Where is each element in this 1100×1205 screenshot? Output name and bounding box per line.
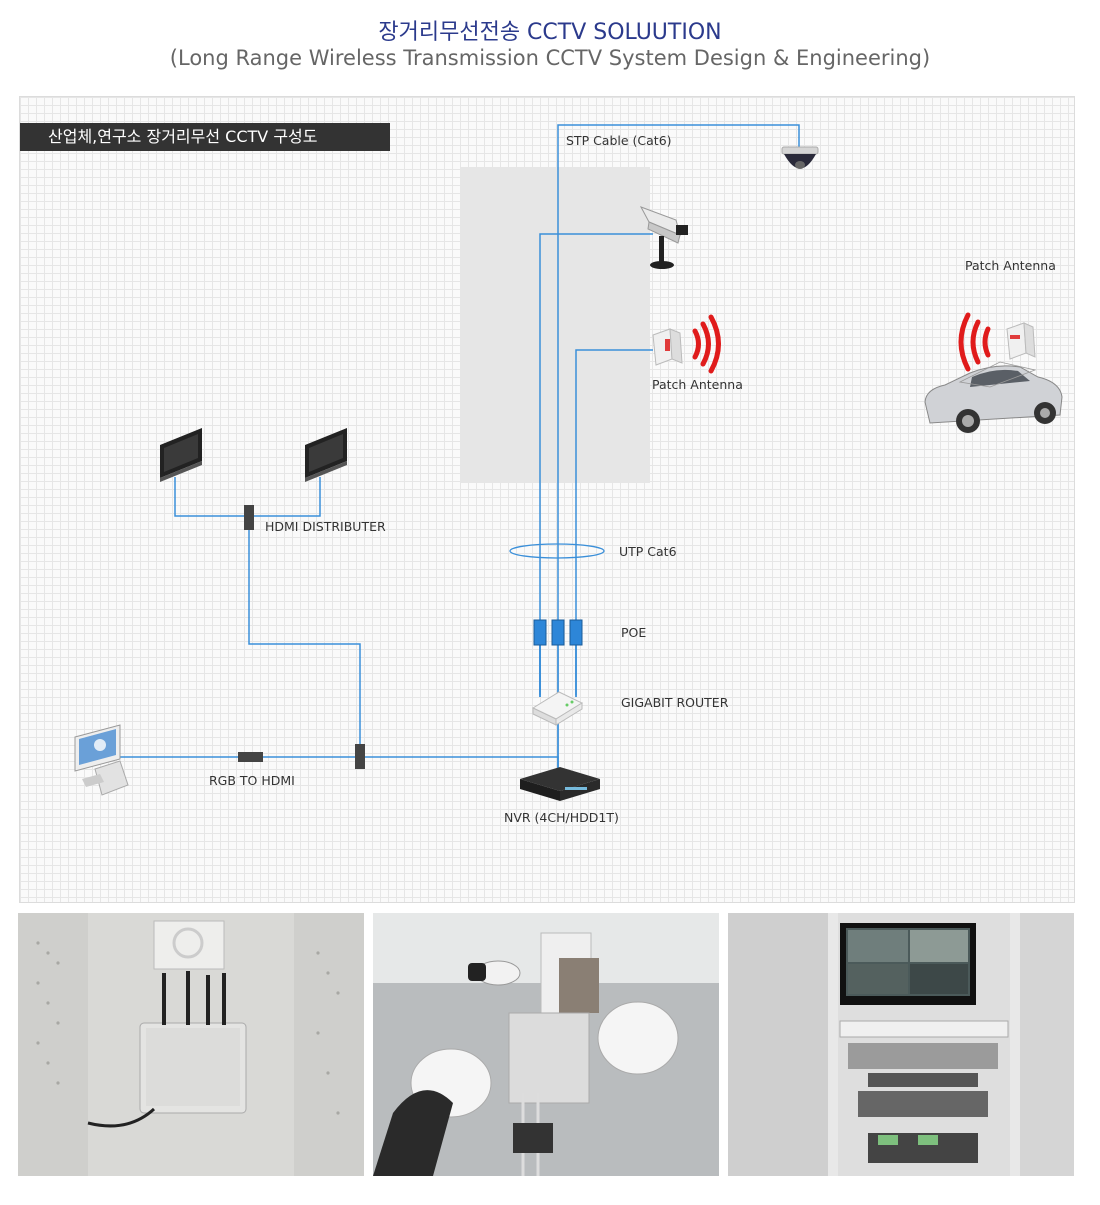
monitor-nvr-line [120, 756, 559, 769]
gigabit-router-label: GIGABIT ROUTER [621, 695, 729, 710]
router-icon [531, 691, 584, 726]
system-diagram: 산업체,연구소 장거리무선 CCTV 구성도 [19, 96, 1075, 903]
stp-cable-label: STP Cable (Cat6) [566, 133, 672, 148]
hdmi-feed-line [248, 517, 361, 757]
rgb-to-hdmi-converter [238, 752, 263, 762]
utp-cat6-label: UTP Cat6 [619, 544, 677, 559]
display-icon [305, 428, 347, 482]
car-icon [924, 361, 1063, 433]
hdmi-distributer-box [244, 505, 254, 530]
display-icon [160, 428, 202, 482]
patch-antenna-label: Patch Antenna [652, 377, 743, 392]
install-photo-router [18, 913, 364, 1176]
antenna-cable-line [575, 349, 653, 697]
signal-splitter-box [355, 744, 365, 769]
grey-zone [461, 167, 650, 483]
signal-waves-icon [958, 312, 991, 372]
diagram-badge: 산업체,연구소 장거리무선 CCTV 구성도 [20, 123, 390, 151]
nvr-icon [520, 767, 600, 801]
box-camera-icon [639, 206, 688, 269]
page-subtitle: (Long Range Wireless Transmission CCTV S… [169, 46, 931, 70]
diagram-canvas: STP Cable (Cat6) Patch Antenna Patch Ant… [74, 124, 1063, 825]
install-photo-rack [728, 913, 1074, 1176]
stp-cable-line [557, 124, 800, 697]
patch-antenna-label: Patch Antenna [965, 258, 1056, 273]
install-photo-antennas [373, 913, 719, 1176]
utp-bundle-ellipse [509, 543, 605, 559]
cables [120, 124, 800, 787]
rgb-to-hdmi-label: RGB TO HDMI [209, 773, 295, 788]
camera-cable-line [539, 233, 653, 697]
signal-waves-icon [692, 314, 721, 374]
poe-units [533, 619, 583, 646]
patch-antenna-icon [652, 328, 683, 366]
computer-icon [74, 724, 129, 796]
dome-camera-icon [781, 146, 819, 169]
nvr-label: NVR (4CH/HDD1T) [504, 810, 619, 825]
hdmi-distributer-label: HDMI DISTRIBUTER [265, 519, 386, 534]
patch-antenna-icon [1006, 322, 1036, 360]
page-title: 장거리무선전송 CCTV SOLUUTION [378, 20, 722, 45]
poe-label: POE [621, 625, 646, 640]
